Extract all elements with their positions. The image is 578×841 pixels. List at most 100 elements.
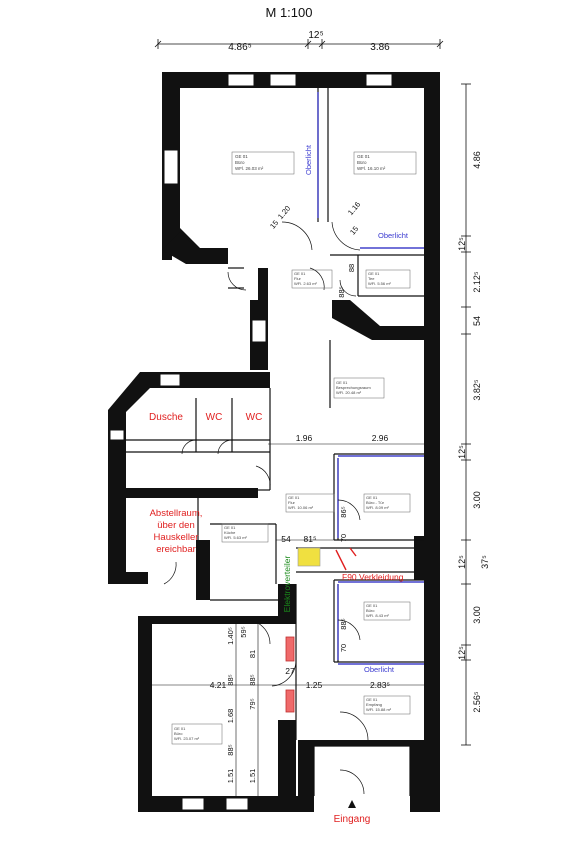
- windows-top: [109, 73, 393, 811]
- svg-text:WFl. 16.10 m²: WFl. 16.10 m²: [357, 166, 386, 171]
- dim-116: 1.16: [346, 200, 362, 217]
- exterior-walls: [108, 72, 440, 812]
- svg-text:GE 01: GE 01: [224, 525, 236, 530]
- dim-27: 27: [285, 666, 295, 676]
- right-dim-7: 3.00: [472, 491, 482, 509]
- svg-text:WFl. 10.06 m²: WFl. 10.06 m²: [288, 505, 314, 510]
- label-wc-2: WC: [246, 412, 263, 423]
- label-abstellraum-4: ereichbar: [156, 544, 196, 555]
- label-abstellraum-1: Abstellraum,: [150, 508, 203, 519]
- label-wc-1: WC: [206, 412, 223, 423]
- svg-text:Büro: Büro: [357, 160, 367, 165]
- label-oberlicht-3: Oberlicht: [364, 665, 395, 674]
- room-label-besprechung: GE 01 Besprechungsraum WFl. 20.48 m²: [333, 377, 385, 399]
- svg-text:WFl. 8.09 m²: WFl. 8.09 m²: [366, 505, 390, 510]
- label-abstellraum-3: Hauskeller: [154, 532, 199, 543]
- oberlicht-walls: [317, 92, 424, 665]
- top-dim-left: 4.86⁵: [228, 42, 252, 53]
- svg-text:GE 01: GE 01: [288, 495, 300, 500]
- svg-text:WFl. 8.43 m²: WFl. 8.43 m²: [366, 613, 390, 618]
- right-dim-6: 12⁵: [457, 445, 467, 459]
- svg-text:GE 01: GE 01: [357, 154, 370, 159]
- svg-text:GE 01: GE 01: [368, 271, 380, 276]
- right-dimension-line: [461, 83, 471, 746]
- room-label-kueche: GE 01 Küche WFl. 5.63 m²: [221, 523, 269, 543]
- right-dim-10: 3.00: [472, 606, 482, 624]
- dim-283: 2.83⁵: [370, 680, 390, 690]
- label-oberlicht-2: Oberlicht: [378, 231, 409, 240]
- svg-text:WFl. 5.56 m²: WFl. 5.56 m²: [368, 281, 392, 286]
- dim-421: 4.21: [210, 680, 227, 690]
- svg-text:Büro: Büro: [235, 160, 245, 165]
- dim-140: 1.40⁵: [226, 627, 235, 645]
- label-abstellraum-2: über den: [157, 520, 195, 531]
- svg-text:WFl. 20.48 m²: WFl. 20.48 m²: [336, 390, 362, 395]
- dim-88a: 88⁵: [226, 674, 235, 685]
- svg-text:WFl. 2.63 m²: WFl. 2.63 m²: [294, 281, 318, 286]
- right-dim-5: 3.82⁵: [472, 379, 482, 401]
- dim-88e: 88⁵: [248, 674, 257, 685]
- label-elektroverteiler: Elektroverteiler: [282, 555, 292, 612]
- dim-59: 59⁵: [239, 626, 248, 637]
- svg-text:GE 01: GE 01: [336, 380, 348, 385]
- label-f90: F90 Verkleidung: [342, 572, 404, 582]
- dim-151b: 1.51: [248, 769, 257, 784]
- dim-815: 81⁵: [304, 534, 317, 544]
- svg-text:Büro - Tür: Büro - Tür: [366, 500, 385, 505]
- room-label-flur-2: GE 01 Flur WFl. 10.06 m²: [285, 493, 335, 513]
- dim-15a: 15: [268, 218, 280, 230]
- svg-text:Flur: Flur: [294, 276, 302, 281]
- svg-text:Flur: Flur: [288, 500, 296, 505]
- room-label-tee: GE 01 Tee WFl. 5.56 m²: [365, 269, 411, 289]
- dim-15b: 15: [348, 224, 360, 236]
- dim-88d: 88⁵: [226, 744, 235, 755]
- top-dimension-line: [154, 39, 444, 49]
- right-dim-12: 2.56⁵: [472, 691, 482, 713]
- f90-marker-2: [349, 547, 357, 557]
- dim-81: 81: [248, 650, 257, 658]
- interior-dim-lines: [150, 443, 424, 796]
- svg-text:WFl. 15.88 m²: WFl. 15.88 m²: [366, 707, 392, 712]
- svg-text:GE 01: GE 01: [366, 495, 378, 500]
- svg-text:WFl. 23.07 m²: WFl. 23.07 m²: [174, 736, 200, 741]
- label-dusche: Dusche: [149, 412, 183, 423]
- dim-54: 54: [281, 534, 291, 544]
- room-label-buero-4: GE 01 Büro WFl. 23.07 m²: [171, 723, 223, 745]
- svg-text:GE 01: GE 01: [366, 603, 378, 608]
- svg-text:GE 01: GE 01: [294, 271, 306, 276]
- label-eingang: Eingang: [334, 814, 371, 825]
- door-swings: [163, 221, 369, 795]
- entrance-arrow: [348, 800, 356, 808]
- room-label-buero-1: GE 01 Büro WFl. 26.03 m²: [231, 151, 295, 175]
- scale-title: M 1:100: [266, 5, 313, 20]
- dim-70b: 70: [339, 644, 348, 652]
- room-label-empfang: GE 01 Empfang WFl. 15.88 m²: [363, 695, 411, 715]
- dim-86: 86⁵: [339, 506, 348, 517]
- dim-296: 2.96: [372, 433, 389, 443]
- right-dim-9: 37⁵: [480, 555, 490, 569]
- top-dim-right: 3.86: [370, 42, 390, 53]
- svg-text:GE 01: GE 01: [174, 726, 186, 731]
- svg-text:WFl. 5.63 m²: WFl. 5.63 m²: [224, 535, 248, 540]
- svg-text:Empfang: Empfang: [366, 702, 382, 707]
- right-dim-labels: 4.86 12⁵ 2.12⁵ 54 3.82⁵ 12⁵ 3.00 12⁵ 37⁵…: [457, 151, 490, 712]
- dim-125: 1.25: [306, 680, 323, 690]
- svg-text:Besprechungsraum: Besprechungsraum: [336, 385, 371, 390]
- dim-88b: 88: [347, 264, 356, 272]
- svg-text:Büro: Büro: [174, 731, 183, 736]
- svg-text:Büro: Büro: [366, 608, 375, 613]
- dim-88f: 88⁵: [337, 286, 346, 297]
- interior-dim-texts: 1.96 2.96 54 81⁵ 4.21 1.25 2.83⁵ 27: [210, 433, 390, 690]
- top-dim-middle: 12⁵: [308, 30, 323, 41]
- dim-88c: 88⁵: [339, 618, 348, 629]
- dim-151: 1.51: [226, 769, 235, 784]
- room-label-buero-2: GE 01 Büro WFl. 16.10 m²: [353, 151, 417, 175]
- right-dim-2: 12⁵: [457, 237, 467, 251]
- fire-protection: [285, 636, 295, 713]
- dim-79: 79⁵: [248, 698, 257, 709]
- room-label-flur-1: GE 01 Flur WFl. 2.63 m²: [291, 269, 333, 289]
- room-label-buero-3: GE 01 Büro WFl. 8.43 m²: [363, 601, 411, 621]
- right-dim-4: 54: [472, 316, 482, 326]
- svg-text:GE 01: GE 01: [235, 154, 248, 159]
